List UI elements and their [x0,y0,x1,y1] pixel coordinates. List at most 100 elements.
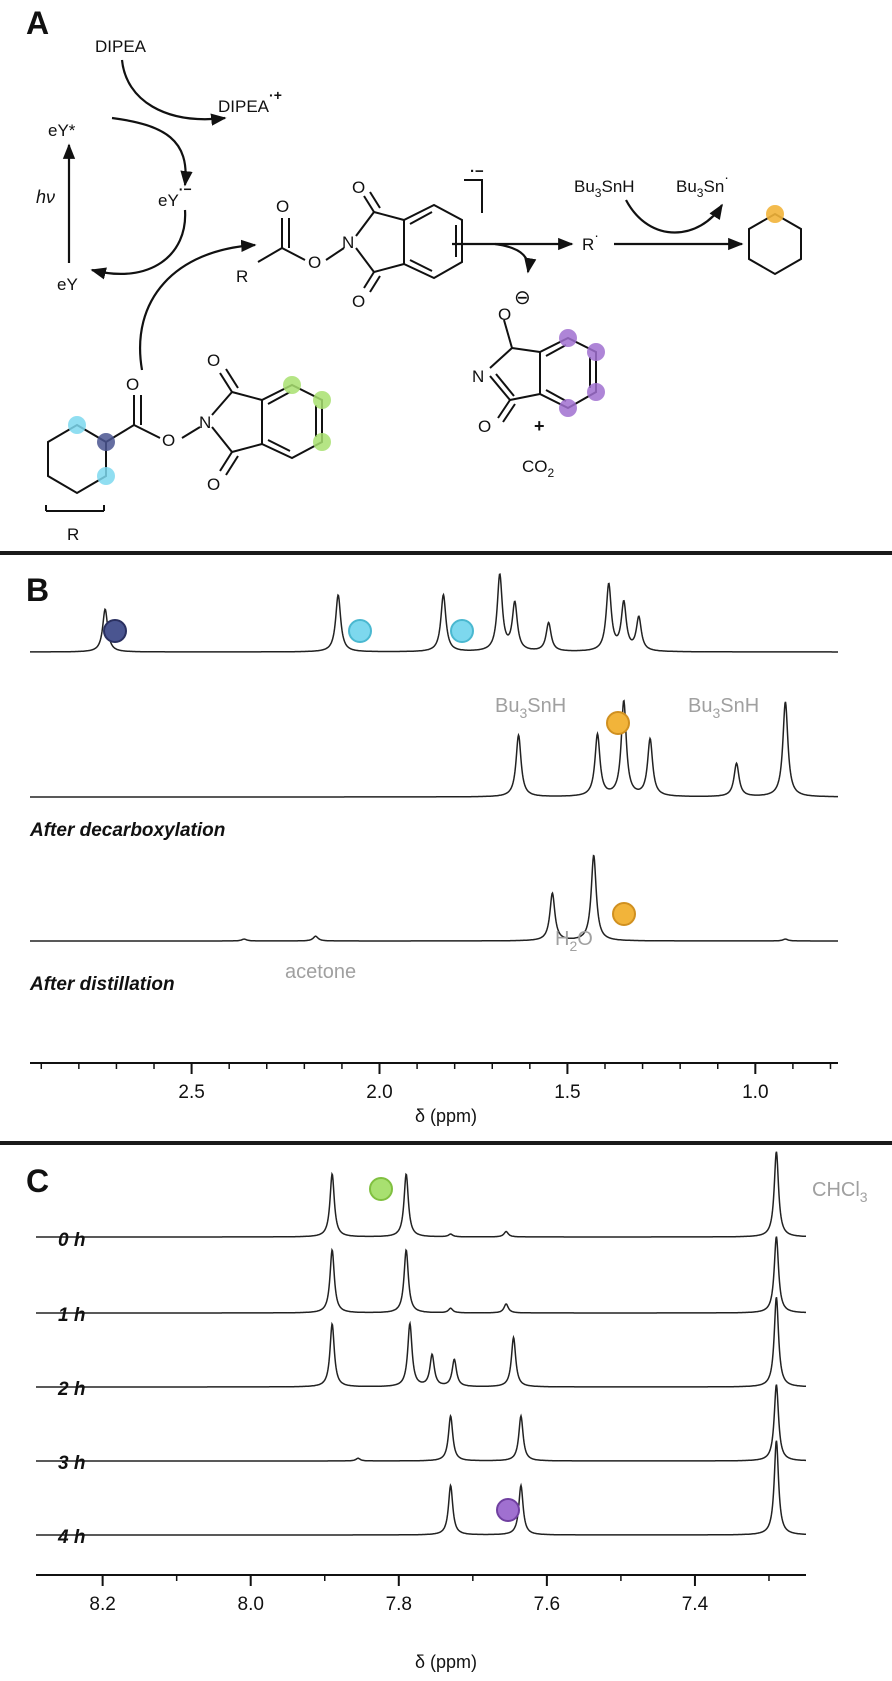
panel-b-spectra [30,573,838,942]
panel-b-axis-label: δ (ppm) [415,1106,477,1126]
time-label-3h: 3 h [58,1453,85,1474]
ey-star-label: eY* [48,121,76,140]
time-label-0h: 0 h [58,1230,85,1251]
photocatalytic-cycle [62,59,257,371]
hv-label: hν [36,187,55,207]
green-marker [313,391,331,409]
alkyl-radical-label: R· [582,227,599,254]
x-axis-tick-label: 7.4 [682,1594,709,1615]
radical-anion-ester-o: O [308,253,321,272]
phthalimide-release-arrow [494,242,537,274]
panel-c-spectra [36,1151,806,1536]
radical-anion-o-bottom: O [352,292,365,311]
cyan-marker [450,619,474,643]
tin-hydride-arrow [625,199,723,234]
radical-anion-o-top: O [352,178,365,197]
time-label-1h: 1 h [58,1305,85,1326]
purple-marker [496,1498,520,1522]
nhpi-ester-structure [47,368,323,495]
spectrum-trace [36,1296,806,1388]
radical-anion-structure [257,179,483,293]
spectrum-trace [36,1440,806,1536]
panel-label-a: A [26,5,49,41]
spectrum-trace [36,1151,806,1238]
fragmentation-arrows [452,199,744,274]
co2-label: CO2 [522,457,555,480]
dipea-radical-cation-label: DIPEA·+ [218,87,282,116]
spectrum-trace [30,573,838,653]
radical-anion-carbonyl-o: O [276,197,289,216]
anion-n: N [472,367,484,386]
panel-b-axis: 2.5 2.0 1.5 1.0 [30,1062,838,1103]
panel-label-b: B [26,572,49,608]
anion-charge: ⊖ [514,287,531,309]
dipea-label: DIPEA [95,37,147,56]
green-marker [369,1177,393,1201]
orange-marker [766,205,784,223]
x-axis-tick-label: 1.0 [742,1082,768,1103]
time-label-4h: 4 h [57,1527,85,1548]
ey-radical-anion-label: eY·− [158,181,192,210]
bu3snh-reagent-label: Bu3SnH [574,177,635,200]
phthalimide-anion-structure [489,319,597,423]
panel-label-c: C [26,1163,49,1199]
set-to-ester-arrow [139,239,257,371]
navy-marker [97,433,115,451]
cyclohexane-product [748,212,802,276]
acetone-annotation: acetone [285,961,356,983]
x-axis-tick-label: 1.5 [554,1082,580,1103]
ester-carbonyl-o: O [126,375,139,394]
purple-marker [559,329,577,347]
radical-anion-n: N [342,233,354,252]
spectrum-trace [36,1384,806,1462]
bu3snh-annotation-left: Bu3SnH [495,695,566,721]
cyan-marker [97,467,115,485]
purple-marker [587,343,605,361]
purple-marker [587,383,605,401]
ey-regeneration-arrow [90,209,187,280]
navy-marker [103,619,127,643]
imide-n: N [199,413,211,432]
spectrum-trace [30,699,838,798]
label-after-decarboxylation: After decarboxylation [29,820,225,841]
orange-marker [606,711,630,735]
x-axis-tick-label: 2.0 [366,1082,392,1103]
h2o-annotation: H2O [555,928,593,954]
panel-b: B After decarboxylation After distillati… [26,572,838,1126]
x-axis-tick-label: 8.0 [238,1594,264,1615]
ester-o: O [162,431,175,450]
radical-anion-bracket [464,179,483,213]
cyclohexyl-ring [47,423,107,495]
imide-o-top: O [207,351,220,370]
green-marker [313,433,331,451]
panel-a: A DIPEA DIPEA·+ eY* eY·− hν eY [26,5,802,544]
radical-anion-r: R [236,267,248,286]
time-label-2h: 2 h [57,1379,85,1400]
bu3snh-annotation-right: Bu3SnH [688,695,759,721]
anion-carbonyl-o: O [478,417,491,436]
anion-o: O [498,305,511,324]
purple-marker [559,399,577,417]
dipea-oxidation-arrow [120,59,227,126]
plus-sign: + [534,416,545,436]
chcl3-annotation: CHCl3 [812,1179,868,1205]
bu3sn-radical-label: Bu3Sn· [676,169,729,200]
ey-label: eY [57,275,78,294]
panel-c-axis-label: δ (ppm) [415,1652,477,1672]
cyan-marker [68,416,86,434]
r-group-label: R [67,525,79,544]
radical-anion-benzo-ring [403,203,463,280]
phthalimide-anion-benzo-ring [539,336,597,410]
x-axis-tick-label: 7.8 [386,1594,412,1615]
label-after-distillation: After distillation [29,974,175,995]
x-axis-tick-label: 2.5 [178,1082,204,1103]
cyan-marker [348,619,372,643]
spectrum-trace [30,854,838,942]
imide-o-bottom: O [207,475,220,494]
x-axis-tick-label: 7.6 [534,1594,560,1615]
ey-star-reduction-arrow [111,116,193,187]
radical-anion-charge: ·− [470,163,484,180]
